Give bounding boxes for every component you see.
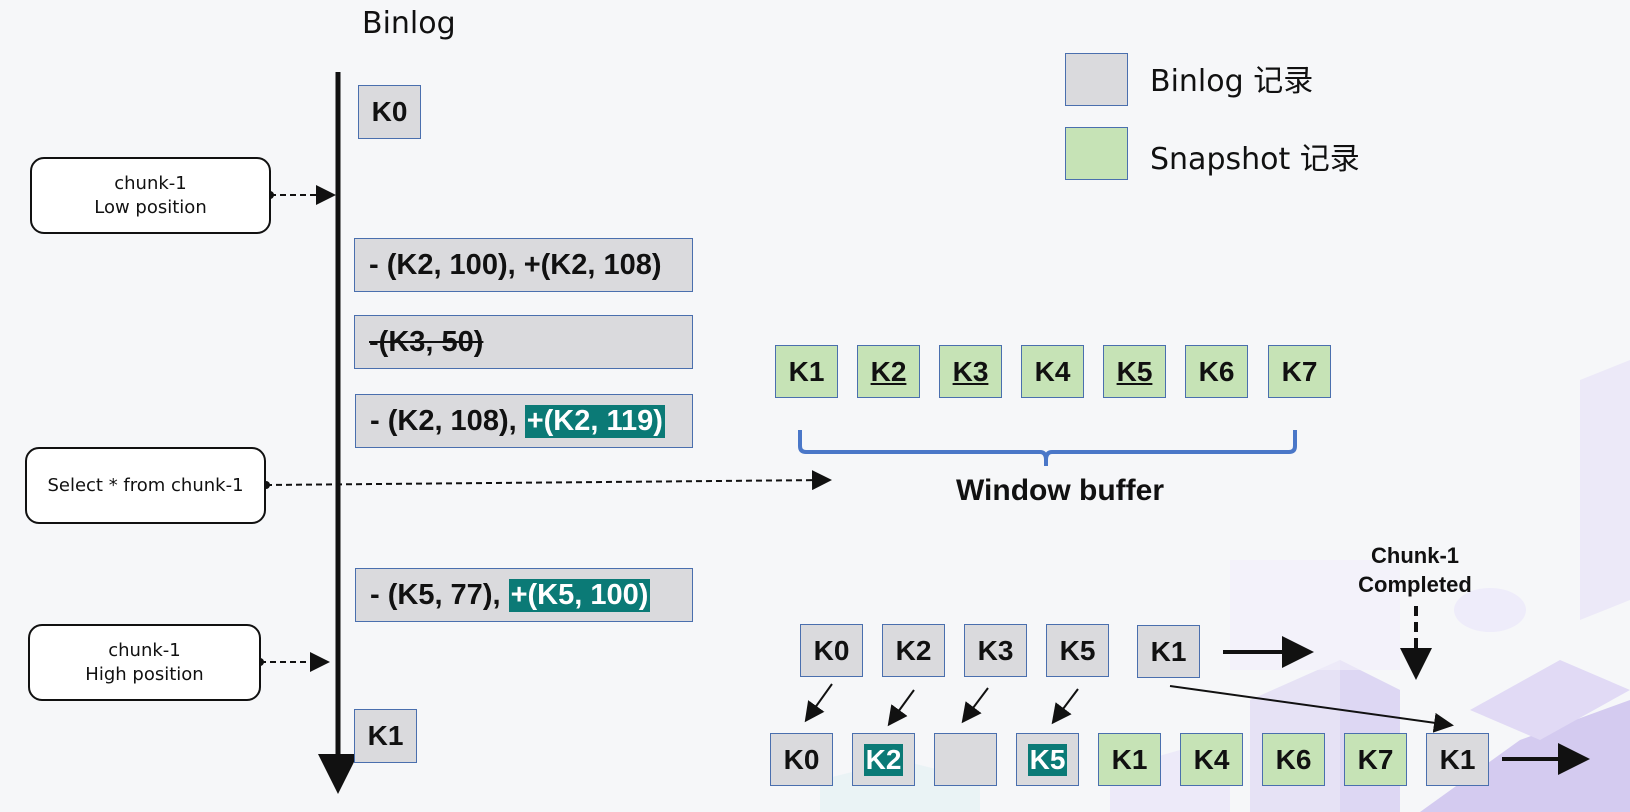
- window-key-k3: K3: [939, 345, 1002, 398]
- merge-top-k1: K1: [1137, 625, 1200, 678]
- binlog-event-update-k2: - (K2, 100), +(K2, 108): [354, 238, 693, 292]
- merge-bottom-k5: K5: [1016, 733, 1079, 786]
- legend-snapshot-label: Snapshot 记录: [1150, 142, 1360, 177]
- binlog-event-update-k5-highlight: +(K5, 100): [508, 578, 651, 612]
- binlog-event-delete-k3: -(K3, 50): [354, 315, 693, 369]
- merge-bottom-k4: K4: [1180, 733, 1243, 786]
- binlog-event-update-k5-prefix: - (K5, 77),: [370, 578, 509, 611]
- chunk-completed-line1: Chunk-1: [1371, 543, 1459, 568]
- merge-bottom-empty: [934, 733, 997, 786]
- merge-bottom-k2: K2: [852, 733, 915, 786]
- merge-top-k2: K2: [882, 624, 945, 677]
- callout-select: Select * from chunk-1: [25, 447, 266, 524]
- binlog-event-update-k5: - (K5, 77), +(K5, 100): [355, 568, 693, 622]
- window-key-k1: K1: [775, 345, 838, 398]
- window-key-k5: K5: [1103, 345, 1166, 398]
- window-key-k2-text: K2: [870, 355, 907, 387]
- window-key-k3-text: K3: [952, 355, 989, 387]
- merge-bottom-k1-snapshot: K1: [1098, 733, 1161, 786]
- binlog-event-update-k2-later-prefix: - (K2, 108),: [370, 404, 525, 437]
- merge-bottom-k1-binlog: K1: [1426, 733, 1489, 786]
- callout-high-line2: High position: [85, 663, 204, 685]
- window-buffer-brace: [798, 430, 1297, 466]
- window-key-k2: K2: [857, 345, 920, 398]
- binlog-event-update-k2-later-highlight: +(K2, 119): [524, 404, 665, 438]
- legend-binlog-swatch: [1065, 53, 1128, 106]
- merge-bottom-k2-text: K2: [863, 743, 904, 776]
- binlog-event-delete-k3-text: -(K3, 50): [369, 325, 484, 358]
- window-key-k4: K4: [1021, 345, 1084, 398]
- callout-low-position: chunk-1 Low position: [30, 157, 271, 234]
- merge-bottom-k5-text: K5: [1027, 743, 1068, 776]
- merge-bottom-k7: K7: [1344, 733, 1407, 786]
- binlog-event-k1: K1: [354, 709, 417, 763]
- merge-top-k5: K5: [1046, 624, 1109, 677]
- window-buffer-label: Window buffer: [955, 474, 1165, 507]
- window-key-k7: K7: [1268, 345, 1331, 398]
- merge-top-k0: K0: [800, 624, 863, 677]
- merge-bottom-k0: K0: [770, 733, 833, 786]
- chunk-completed-line2: Completed: [1358, 572, 1472, 597]
- callout-high-position: chunk-1 High position: [28, 624, 261, 701]
- binlog-event-k0: K0: [358, 85, 421, 139]
- window-key-k5-text: K5: [1116, 355, 1153, 387]
- binlog-title: Binlog: [362, 6, 456, 41]
- legend-snapshot-swatch: [1065, 127, 1128, 180]
- callout-select-text: Select * from chunk-1: [47, 474, 244, 496]
- binlog-event-update-k2-later: - (K2, 108), +(K2, 119): [355, 394, 693, 448]
- merge-top-k3: K3: [964, 624, 1027, 677]
- chunk-completed-label: Chunk-1 Completed: [1330, 541, 1500, 599]
- legend-binlog-label: Binlog 记录: [1150, 64, 1314, 99]
- merge-bottom-k6: K6: [1262, 733, 1325, 786]
- callout-high-line1: chunk-1: [108, 639, 181, 661]
- callout-low-line1: chunk-1: [114, 172, 187, 194]
- callout-low-line2: Low position: [94, 196, 207, 218]
- window-key-k6: K6: [1185, 345, 1248, 398]
